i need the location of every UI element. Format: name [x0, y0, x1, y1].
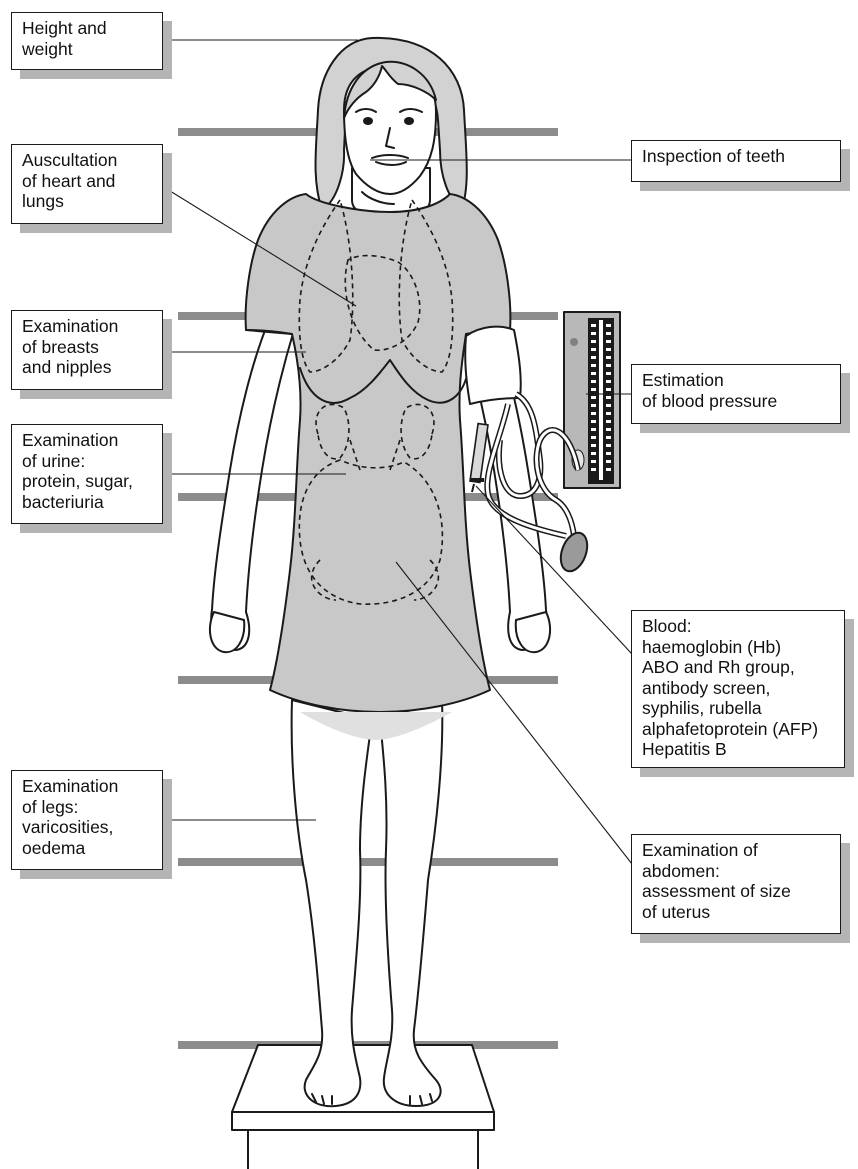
callout-line: Examination of [642, 840, 830, 861]
urine-callout: Examination of urine: protein, sugar, ba… [11, 424, 163, 524]
weighing-scale [232, 1045, 494, 1169]
dress [246, 194, 511, 712]
callout-line: Inspection of teeth [642, 146, 830, 167]
right-eye [404, 117, 414, 125]
callout-line: Examination [22, 776, 152, 797]
callout-line: and nipples [22, 357, 152, 378]
blood-pressure-cuff [465, 327, 521, 404]
left-eye [363, 117, 373, 125]
callout-line: varicosities, [22, 817, 152, 838]
callout-line: ABO and Rh group, [642, 657, 834, 678]
height-weight-callout: Height and weight [11, 12, 163, 70]
callout-line: assessment of size [642, 881, 830, 902]
callout-line: weight [22, 39, 152, 60]
callout-line: syphilis, rubella [642, 698, 834, 719]
callout-line: Estimation [642, 370, 830, 391]
callout-line: of uterus [642, 902, 830, 923]
callout-line: Blood: [642, 616, 834, 637]
callout-line: Height and [22, 18, 152, 39]
blood-callout: Blood: haemoglobin (Hb) ABO and Rh group… [631, 610, 845, 768]
legs-callout: Examination of legs: varicosities, oedem… [11, 770, 163, 870]
callout-line: haemoglobin (Hb) [642, 637, 834, 658]
teeth-callout: Inspection of teeth [631, 140, 841, 182]
callout-line: of urine: [22, 451, 152, 472]
right-arm [211, 318, 294, 650]
ruler-mark [178, 858, 558, 866]
breasts-callout: Examination of breasts and nipples [11, 310, 163, 390]
callout-line: Examination [22, 316, 152, 337]
abdomen-callout: Examination of abdomen: assessment of si… [631, 834, 841, 934]
callout-line: abdomen: [642, 861, 830, 882]
callout-line: protein, sugar, [22, 471, 152, 492]
callout-line: of legs: [22, 797, 152, 818]
callout-line: bacteriuria [22, 492, 152, 513]
auscultation-callout: Auscultation of heart and lungs [11, 144, 163, 224]
blood-pressure-callout: Estimation of blood pressure [631, 364, 841, 424]
callout-line: Auscultation [22, 150, 152, 171]
callout-line: of heart and [22, 171, 152, 192]
callout-line: alphafetoprotein (AFP) [642, 719, 834, 740]
callout-line: Examination [22, 430, 152, 451]
callout-line: Hepatitis B [642, 739, 834, 760]
callout-line: of breasts [22, 337, 152, 358]
callout-line: antibody screen, [642, 678, 834, 699]
callout-line: of blood pressure [642, 391, 830, 412]
callout-line: lungs [22, 191, 152, 212]
callout-line: oedema [22, 838, 152, 859]
woman-figure [210, 38, 550, 1106]
